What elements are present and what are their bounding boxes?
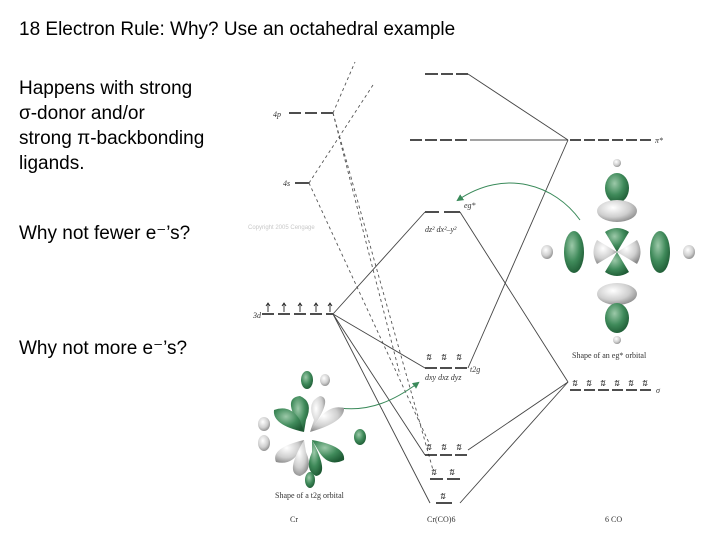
eg-star-orbitals-label: dz² dx²–y² [425,225,457,234]
sigma-electrons-1: ⇅ [571,379,578,388]
metal-4p-label: 4p [273,110,281,119]
metal-column-label: Cr [290,515,298,524]
ligand-column-label: 6 CO [605,515,622,524]
explanation-text: Happens with strong σ-donor and/or stron… [19,76,204,176]
metal-3d-label: 3d [252,311,262,320]
eg-orbital-pointer-arrow [456,182,581,221]
dashed-correlation-lines [308,61,434,471]
explanation-line-1: Happens with strong [19,78,193,99]
complex-column-label: Cr(CO)6 [427,515,455,524]
metal-3d-electrons [265,302,333,312]
bonding-3-electrons: ⇅ [439,492,446,501]
bonding-2-electrons-1: ⇅ [430,468,437,477]
slide-title: 18 Electron Rule: Why? Use an octahedral… [19,19,456,40]
t2g-electrons-3: ⇅ [455,353,462,362]
t2g-orbital-caption: Shape of a t2g orbital [275,491,345,500]
eg-star-label: eg* [464,201,476,210]
question-more-electrons: Why not more e⁻’s? [19,338,188,359]
sigma-electrons-5: ⇅ [627,379,634,388]
t2g-label: t2g [470,365,480,374]
t2g-orbitals-label: dxy dxz dyz [425,373,462,382]
bonding-1-electrons-3: ⇅ [455,443,462,452]
sigma-electrons-2: ⇅ [585,379,592,388]
sigma-label: σ [656,386,661,395]
t2g-orbital-picture [258,371,366,488]
bonding-1-electrons-2: ⇅ [440,443,447,452]
eg-orbital-caption: Shape of an eg* orbital [572,351,647,360]
question-fewer-electrons: Why not fewer e⁻’s? [19,223,191,244]
t2g-electrons-2: ⇅ [440,353,447,362]
explanation-line-4: ligands. [19,153,85,174]
t2g-orbital-pointer-arrow [339,381,420,410]
bonding-2-electrons-2: ⇅ [448,468,455,477]
metal-4s-label: 4s [283,179,290,188]
pi-star-label: π* [655,136,663,145]
bonding-1-electrons-1: ⇅ [425,443,432,452]
sigma-electrons-3: ⇅ [599,379,606,388]
t2g-electrons-1: ⇅ [425,353,432,362]
sigma-electrons-6: ⇅ [641,379,648,388]
explanation-line-2: σ-donor and/or [19,103,145,124]
solid-correlation-lines [332,73,569,504]
sigma-electrons-4: ⇅ [613,379,620,388]
explanation-line-3: strong π-backbonding [19,128,205,149]
eg-orbital-picture [541,159,695,344]
copyright-watermark: Copyright 2005 Cengage [248,225,315,231]
